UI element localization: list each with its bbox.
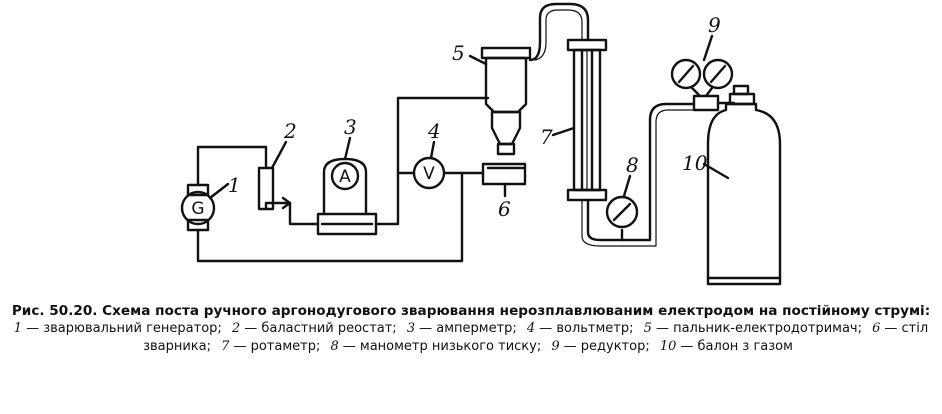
generator-letter: G: [191, 199, 204, 219]
leader-7: [551, 126, 576, 137]
legend-item-text: — ротаметр;: [233, 339, 321, 354]
leader-2: [270, 140, 288, 170]
label-10: 10: [682, 151, 708, 175]
legend-item-number: 7: [221, 339, 230, 354]
legend-item-text: — стіл зварника;: [143, 321, 929, 354]
legend-item-text: — зварювальний генератор;: [26, 321, 222, 336]
legend-item-number: 8: [330, 339, 339, 354]
voltmeter-letter: V: [423, 164, 435, 184]
generator: [180, 183, 216, 232]
legend-item-number: 2: [231, 321, 241, 336]
legend-item: 3— амперметр;: [407, 321, 517, 336]
leader-8: [622, 174, 632, 198]
label-6: 6: [498, 197, 511, 221]
legend-item: 8— манометр низького тиску;: [330, 339, 541, 354]
legend-item: 7— ротаметр;: [221, 339, 320, 354]
wire-generator-top: [196, 145, 268, 187]
wire-rheostat-slider: [264, 201, 292, 211]
legend-item-number: 1: [13, 321, 23, 336]
legend-item-text: — вольтметр;: [539, 321, 634, 336]
label-2: 2: [283, 119, 297, 143]
low-pressure-manometer: [605, 195, 639, 229]
leader-9: [702, 34, 714, 62]
figure-caption: Рис. 50.20. Схема поста ручного аргоноду…: [0, 302, 942, 356]
gas-hose-inner: [534, 9, 695, 247]
legend-item: 6— стіл зварника;: [143, 321, 928, 354]
rotameter: [566, 38, 608, 202]
caption-legend: 1— зварювальний генератор; 2— баластний …: [0, 320, 942, 356]
label-3: 3: [344, 115, 357, 139]
legend-item: 1— зварювальний генератор;: [14, 321, 222, 336]
label-1: 1: [228, 173, 241, 197]
legend-item-number: 9: [551, 339, 560, 354]
ammeter-letter: A: [339, 167, 351, 187]
wire-generator-bottom: [196, 171, 485, 263]
label-4: 4: [427, 119, 441, 143]
legend-item-text: — баластний реостат;: [244, 321, 397, 336]
gas-hose: [528, 2, 696, 242]
wire-shunt-to-torch: [374, 96, 490, 226]
legend-item: 10— балон з газом: [660, 339, 793, 354]
label-8: 8: [626, 153, 639, 177]
legend-item: 2— баластний реостат;: [232, 321, 397, 336]
legend-item-number: 4: [526, 321, 536, 336]
legend-item: 5— пальник-електродотримач;: [644, 321, 862, 336]
leader-10: [702, 162, 730, 180]
welder-table: [481, 162, 527, 186]
leader-5: [468, 54, 488, 66]
leader-3: [343, 136, 352, 161]
ballast-rheostat: [257, 166, 292, 211]
leader-4: [429, 140, 436, 160]
welding-station-diagram: G A V 1 2 3 4 5 6 7 8 9 10: [180, 2, 782, 286]
legend-item: 4— вольтметр;: [527, 321, 634, 336]
legend-item-text: — манометр низького тиску;: [342, 339, 542, 354]
label-5: 5: [452, 41, 465, 65]
legend-item: 9— редуктор;: [551, 339, 649, 354]
leader-1: [208, 182, 230, 200]
voltmeter: [412, 156, 446, 190]
legend-item-number: 5: [643, 321, 652, 336]
legend-item-number: 10: [659, 339, 677, 354]
wire-to-shunt: [288, 201, 320, 226]
legend-item-number: 6: [872, 321, 881, 336]
legend-item-text: — пальник-електродотримач;: [655, 321, 862, 336]
label-9: 9: [708, 13, 721, 37]
torch-electrode-holder: [480, 46, 532, 156]
legend-item-text: — балон з газом: [680, 339, 793, 354]
gas-cylinder: [706, 84, 782, 286]
caption-title: Рис. 50.20. Схема поста ручного аргоноду…: [11, 303, 931, 319]
legend-item-text: — редуктор;: [563, 339, 650, 354]
legend-item-number: 3: [406, 321, 416, 336]
label-7: 7: [540, 125, 553, 149]
pressure-reducer: [670, 58, 736, 112]
legend-item-text: — амперметр;: [419, 321, 517, 336]
